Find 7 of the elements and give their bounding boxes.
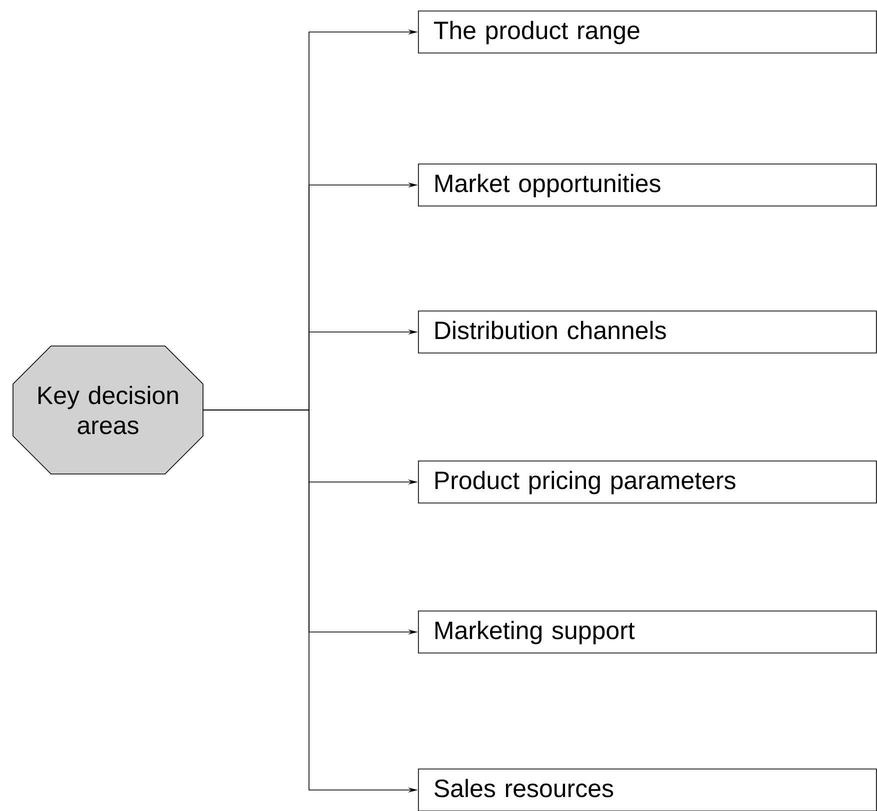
decision-area-octagon: Key decision areas <box>12 346 204 474</box>
topic-box: Market opportunities <box>418 164 877 206</box>
topic-box: The product range <box>418 10 877 54</box>
topic-box: Sales resources <box>418 768 877 811</box>
topic-box: Marketing support <box>418 610 877 654</box>
topic-box: Product pricing parameters <box>418 460 877 504</box>
topic-box: Distribution channels <box>418 310 877 354</box>
